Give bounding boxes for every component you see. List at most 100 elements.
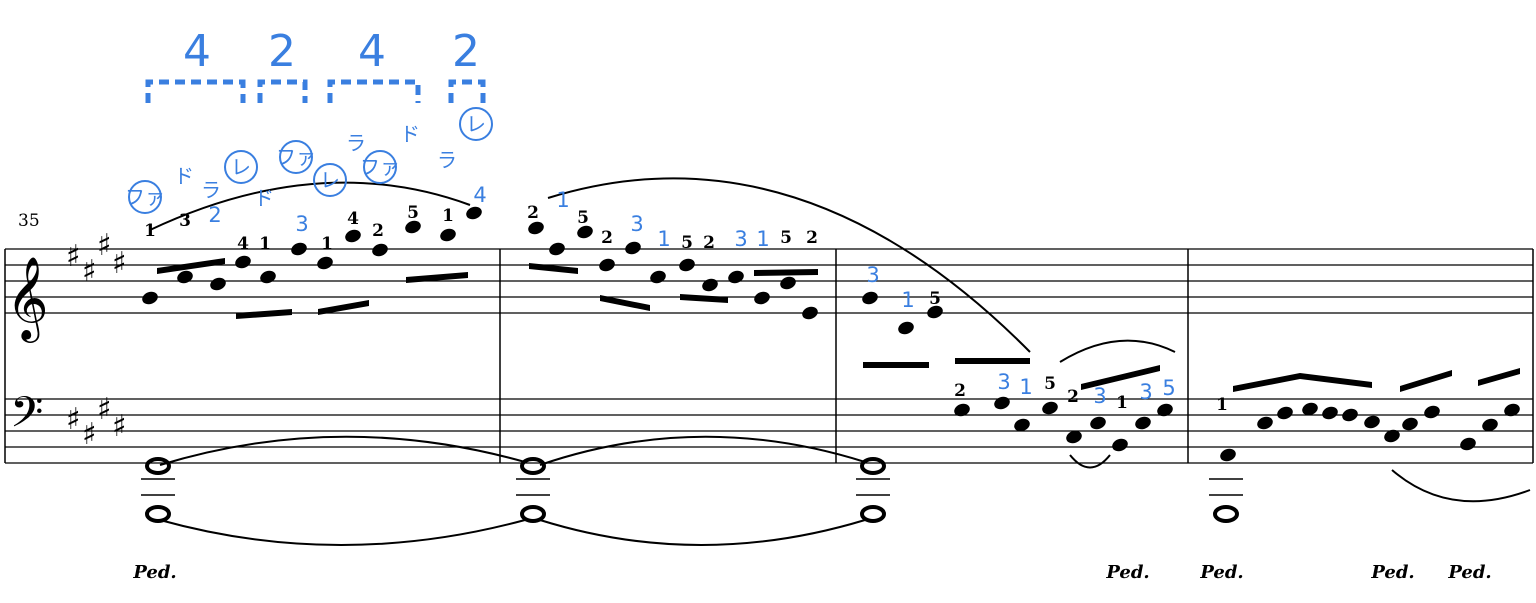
blue-fingering: 4 — [473, 183, 486, 207]
blue-fingering: 3 — [295, 212, 308, 236]
note-head — [780, 276, 796, 290]
pedal-mark: Ped. — [1447, 562, 1491, 583]
printed-fingering: 1 — [442, 206, 454, 226]
whole-note — [1213, 505, 1239, 523]
group-count: 2 — [268, 26, 296, 77]
printed-fingering: 2 — [954, 381, 966, 401]
whole-note — [520, 505, 546, 523]
blue-fingering: 1 — [1019, 375, 1032, 399]
beam — [1400, 370, 1452, 392]
note-head — [1342, 408, 1358, 422]
note-head — [1157, 403, 1173, 417]
note-head — [466, 206, 482, 220]
slur — [547, 177, 1031, 353]
printed-fingering: 5 — [681, 233, 693, 253]
note-head — [954, 403, 970, 417]
slur — [1391, 469, 1531, 503]
beam — [680, 294, 728, 303]
printed-fingering: 5 — [780, 228, 792, 248]
whole-note — [860, 505, 886, 523]
group-count: 2 — [452, 26, 480, 77]
solfege-label: ド — [400, 122, 420, 146]
note-head — [210, 277, 226, 291]
solfege-label: レ — [320, 168, 340, 192]
printed-fingering: 3 — [179, 211, 191, 231]
whole-note — [520, 457, 546, 475]
slur — [539, 435, 866, 466]
beam — [863, 362, 929, 368]
printed-fingering: 5 — [929, 289, 941, 309]
solfege-circle — [128, 180, 162, 214]
group-bracket — [257, 79, 308, 103]
treble-clef-icon: 𝄞 — [6, 255, 49, 343]
slur — [1069, 454, 1111, 469]
sharp-icon: ♯ — [66, 239, 81, 274]
solfege-label: ファ — [360, 155, 400, 179]
note-head — [1220, 448, 1236, 462]
blue-fingering: 3 — [997, 370, 1010, 394]
solfege-circle — [279, 140, 313, 174]
note-head — [625, 241, 641, 255]
solfege-label: ド — [174, 164, 194, 188]
blue-fingering: 3 — [866, 263, 879, 287]
printed-fingering: 4 — [237, 234, 249, 254]
note-head — [528, 221, 544, 235]
blue-fingering: 2 — [208, 203, 221, 227]
printed-fingering: 2 — [1067, 387, 1079, 407]
note-head — [549, 242, 565, 256]
note-head — [177, 270, 193, 284]
beam — [1081, 365, 1160, 390]
blue-fingering: 3 — [630, 212, 643, 236]
solfege-circle — [313, 163, 347, 197]
slur — [1059, 339, 1176, 363]
bass-clef-icon: 𝄢 — [10, 388, 43, 448]
note-head — [1042, 401, 1058, 415]
sharp-icon: ♯ — [97, 228, 112, 263]
note-head — [260, 270, 276, 284]
whole-note — [145, 457, 171, 475]
slur — [149, 181, 471, 231]
blue-fingering: 1 — [756, 227, 769, 251]
note-head — [345, 229, 361, 243]
sharp-icon: ♯ — [97, 392, 112, 427]
sharp-icon: ♯ — [66, 402, 81, 437]
note-head — [1384, 429, 1400, 443]
printed-fingering: 2 — [703, 233, 715, 253]
blue-fingering: 3 — [1139, 380, 1152, 404]
note-head — [862, 291, 878, 305]
sharp-icon: ♯ — [112, 246, 127, 281]
note-head — [1257, 416, 1273, 430]
printed-fingering: 1 — [259, 234, 271, 254]
solfege-label: ファ — [276, 145, 316, 169]
note-head — [927, 305, 943, 319]
note-head — [235, 255, 251, 269]
note-head — [728, 270, 744, 284]
group-bracket — [327, 79, 421, 103]
printed-fingering: 5 — [1044, 374, 1056, 394]
blue-fingering: 5 — [1162, 376, 1175, 400]
solfege-label: ファ — [125, 185, 165, 209]
solfege-circle — [459, 107, 493, 141]
note-head — [650, 270, 666, 284]
blue-fingering: 1 — [657, 227, 670, 251]
printed-fingering: 1 — [321, 234, 333, 254]
printed-fingering: 5 — [407, 203, 419, 223]
beam — [157, 258, 225, 274]
note-head — [142, 291, 158, 305]
slur — [539, 519, 866, 546]
beam — [754, 269, 818, 276]
note-head — [440, 228, 456, 242]
note-head — [1482, 418, 1498, 432]
solfege-circle — [224, 150, 258, 184]
blue-fingering: 3 — [1093, 384, 1106, 408]
solfege-label: レ — [231, 155, 251, 179]
beam — [529, 263, 578, 274]
note-head — [679, 258, 695, 272]
note-head — [1322, 406, 1338, 420]
pedal-mark: Ped. — [1370, 562, 1414, 583]
notes — [141, 177, 1531, 546]
note-head — [802, 306, 818, 320]
pedal-mark: Ped. — [132, 562, 176, 583]
